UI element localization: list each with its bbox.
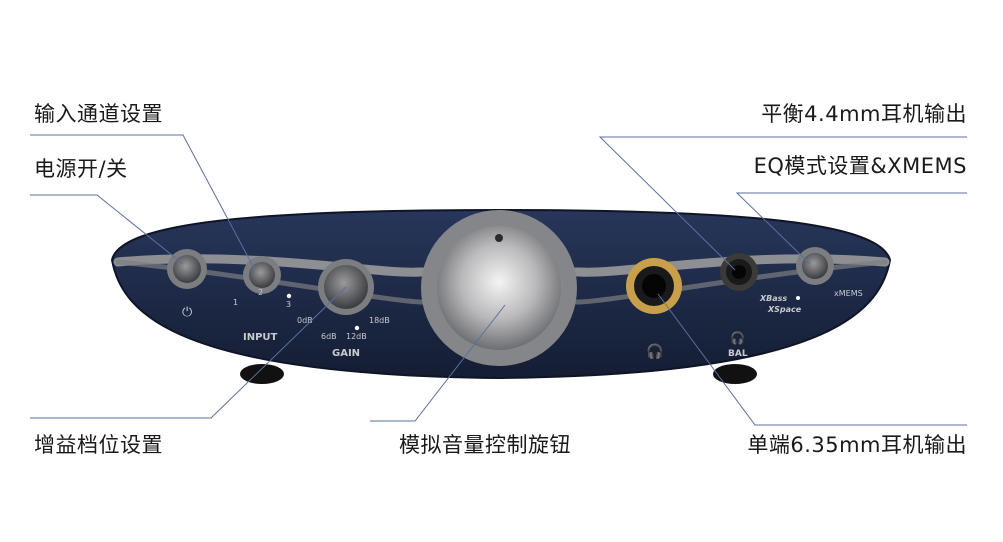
right-foot [713, 364, 757, 384]
volume-knob [437, 226, 561, 350]
bal-headphone-icon: 🎧 [730, 331, 745, 345]
gain-12-label: 12dB [346, 332, 367, 341]
left-foot [240, 364, 284, 384]
leader-power [30, 194, 184, 265]
input-2-label: 2 [258, 288, 263, 297]
headphone-icon: 🎧 [646, 343, 663, 360]
input-3-label: 3 [286, 300, 291, 309]
gain-label: GAIN [332, 348, 360, 359]
gain-6-label: 6dB [321, 332, 337, 341]
gain-0-label: 0dB [297, 316, 313, 325]
callout-single-ended-out: 单端6.35mm耳机输出 [747, 433, 967, 457]
xmems-label: xMEMS [834, 289, 863, 298]
leader-input-channel [30, 134, 256, 271]
leader-gain [30, 286, 347, 419]
bal-label: BAL [728, 349, 748, 359]
input-label: INPUT [243, 332, 278, 343]
callout-balanced-out: 平衡4.4mm耳机输出 [761, 102, 967, 126]
callout-gain-setting: 增益档位设置 [34, 433, 163, 457]
xbass-label: XBass [759, 294, 787, 303]
input-1-label: 1 [233, 298, 238, 307]
input-led [286, 293, 292, 299]
leader-eq [735, 192, 967, 265]
gain-led [354, 325, 360, 331]
callout-power-switch: 电源开/关 [34, 157, 128, 181]
leader-volume [370, 304, 506, 422]
leader-lines [30, 134, 967, 426]
leader-single-ended [657, 293, 967, 426]
callout-volume-knob: 模拟音量控制旋钮 [399, 433, 571, 457]
volume-indicator [495, 234, 503, 242]
power-icon: ⏻ [182, 305, 192, 320]
gain-18-label: 18dB [369, 316, 390, 325]
callout-eq-mode: EQ模式设置&XMEMS [753, 154, 967, 178]
xspace-label: XSpace [767, 305, 802, 314]
callout-input-channel: 输入通道设置 [34, 102, 163, 126]
xbass-led [796, 296, 800, 300]
leader-balanced [598, 136, 967, 271]
